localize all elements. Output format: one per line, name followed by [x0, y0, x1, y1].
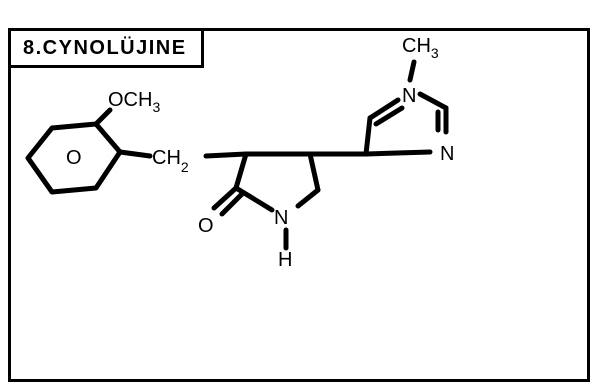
carbonyl-bond-1 — [211, 185, 239, 211]
imidazole-double-2 — [373, 105, 405, 127]
carbonyl-oxygen: O — [198, 215, 214, 237]
lactam-bond-c5-c4 — [307, 151, 321, 193]
methylene-text: CH — [152, 147, 181, 169]
methoxy-label: OCH3 — [108, 89, 160, 115]
bond-ring-ch2 — [117, 149, 153, 159]
methoxy-text: OCH — [108, 89, 152, 111]
n-methyl-text: CH — [402, 35, 431, 57]
n-methyl-label: CH3 — [402, 35, 439, 61]
amide-hydrogen: H — [278, 249, 292, 271]
lactam-bond-n-c5 — [295, 187, 321, 209]
imidazole-double-1 — [367, 97, 401, 121]
imidazole-n3: N — [440, 143, 454, 165]
imidazole-n1: N — [402, 85, 416, 107]
bond-ch2-ring — [203, 151, 249, 159]
methoxy-subscript: 3 — [152, 99, 160, 115]
n-methyl-subscript: 3 — [431, 45, 439, 61]
title-box: 8.CYNOLÜJINE — [8, 28, 204, 68]
carbonyl-bond-2 — [219, 191, 245, 217]
bond-n-methyl — [407, 59, 417, 83]
benzene-ring-label: O — [66, 147, 82, 169]
methylene-subscript: 2 — [181, 159, 189, 175]
methylene-label: CH2 — [152, 147, 189, 175]
amide-nitrogen: N — [274, 207, 288, 229]
compound-title: 8.CYNOLÜJINE — [23, 36, 187, 59]
lactam-ring — [233, 151, 275, 213]
imidazole-bond-c5-c4 — [363, 149, 433, 157]
imidazole-bond-c5-c4a — [363, 115, 373, 157]
imidazole-bond-n1-c2 — [417, 91, 449, 111]
bond-ring-methoxy — [93, 107, 113, 127]
